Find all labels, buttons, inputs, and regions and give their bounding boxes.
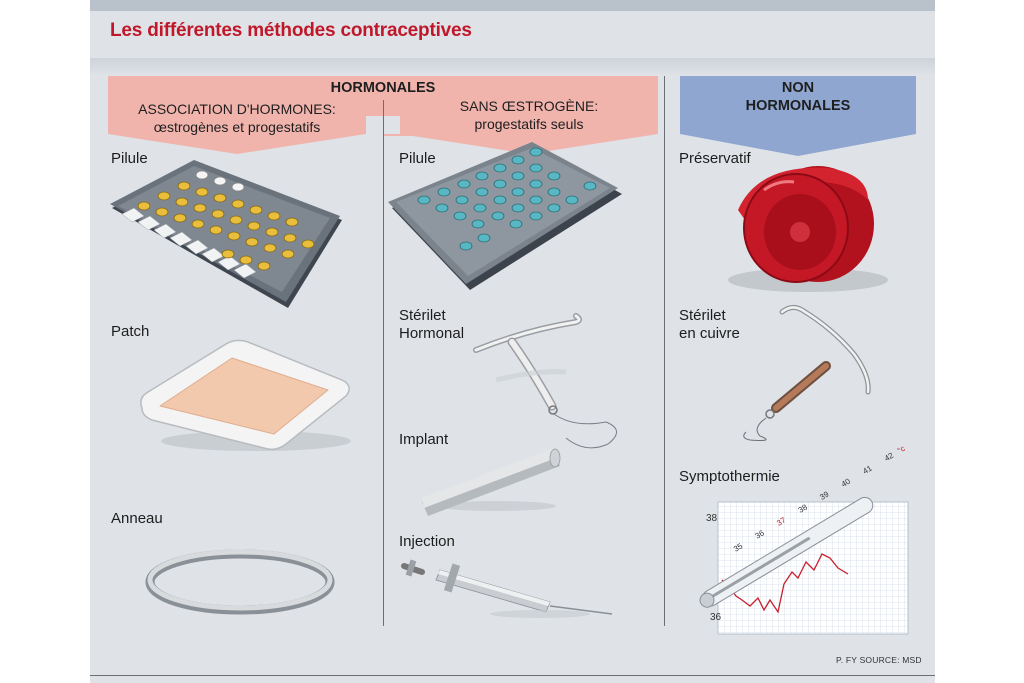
temperature-chart bbox=[699, 496, 909, 635]
vaginal-ring-illustration bbox=[145, 549, 335, 615]
label-sterilet-hormonal-1: Stérilet bbox=[399, 307, 446, 324]
implant-illustration bbox=[422, 448, 561, 516]
label-implant: Implant bbox=[399, 431, 449, 448]
column-divider-1 bbox=[383, 100, 384, 626]
label-injection: Injection bbox=[399, 533, 455, 550]
chart-axis-38: 38 bbox=[706, 513, 718, 524]
non-hormonal-banner: NON HORMONALES bbox=[680, 76, 916, 160]
label-pilule-combined: Pilule bbox=[111, 150, 148, 167]
bottom-rule bbox=[90, 675, 935, 676]
association-line2: œstrogènes et progestatifs bbox=[153, 119, 321, 135]
label-anneau: Anneau bbox=[111, 510, 163, 527]
label-sterilet-cuivre-2: en cuivre bbox=[679, 325, 740, 342]
label-pilule-progestative: Pilule bbox=[399, 150, 436, 167]
non-hormonal-banner-shape bbox=[680, 76, 916, 156]
non-hormonal-line2: HORMONALES bbox=[745, 98, 851, 114]
label-preservatif: Préservatif bbox=[679, 150, 751, 167]
chart-axis-36: 36 bbox=[710, 612, 722, 623]
copper-iud-illustration bbox=[743, 304, 871, 441]
hormonal-iud-illustration bbox=[473, 313, 617, 449]
sans-oestrogene-line1: SANS ŒSTROGÈNE: bbox=[459, 98, 599, 114]
association-line1: ASSOCIATION D'HORMONES: bbox=[138, 101, 336, 117]
non-hormonal-line1: NON bbox=[781, 80, 815, 96]
sans-oestrogene-line2: progestatifs seuls bbox=[474, 116, 584, 132]
symptothermie-illustration: 38 36 35 36 37 38 39 40 41 42 °c bbox=[670, 444, 920, 638]
label-sterilet-cuivre-1: Stérilet bbox=[679, 307, 726, 324]
hormonal-header: HORMONALES bbox=[330, 80, 436, 96]
label-patch: Patch bbox=[111, 323, 150, 340]
patch-illustration bbox=[140, 339, 351, 451]
progestin-pill-pack-illustration bbox=[388, 142, 622, 290]
label-symptothermie: Symptothermie bbox=[679, 468, 780, 485]
combined-pill-pack-illustration bbox=[110, 160, 342, 308]
label-sterilet-hormonal-2: Hormonal bbox=[399, 325, 465, 342]
header-band bbox=[90, 58, 935, 76]
page-title: Les différentes méthodes contraceptives bbox=[110, 20, 472, 41]
injection-syringe-illustration bbox=[401, 559, 613, 618]
column-divider-2 bbox=[664, 76, 665, 626]
condom-illustration bbox=[728, 166, 888, 292]
top-bar bbox=[90, 0, 935, 11]
source-credit: P. FY SOURCE: MSD bbox=[836, 655, 922, 665]
